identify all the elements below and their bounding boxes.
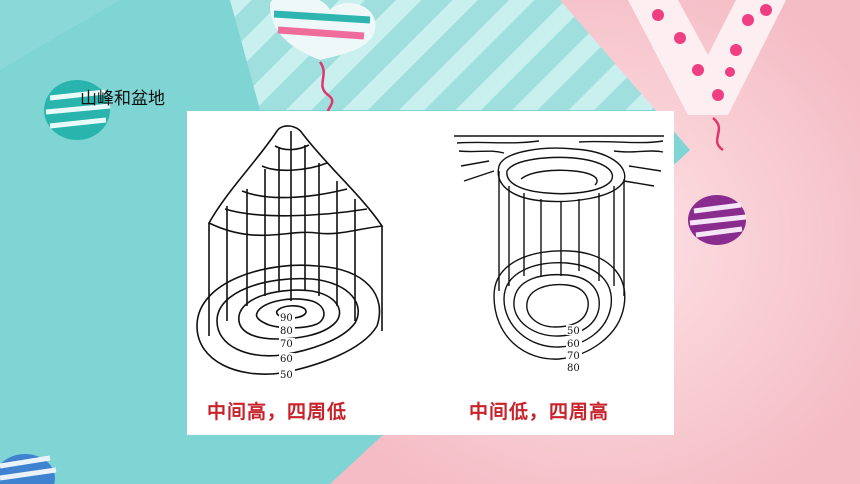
contour-label: 80 <box>567 363 580 374</box>
contour-label: 50 <box>280 370 293 381</box>
contour-label: 50 <box>567 326 580 337</box>
purple-ball-icon <box>688 195 747 245</box>
contour-label: 80 <box>280 326 293 337</box>
contour-label: 70 <box>280 339 293 350</box>
mountain-diagram: 90 80 70 60 50 <box>196 125 384 381</box>
slide-title: 山峰和盆地 <box>80 89 165 109</box>
contour-label: 60 <box>280 354 293 365</box>
blue-ball-icon <box>0 454 57 484</box>
heart-balloon-icon <box>270 0 376 115</box>
left-figure-caption: 中间高，四周低 <box>207 401 348 423</box>
letter-balloon-icon <box>628 0 786 152</box>
contour-label: 60 <box>567 339 580 350</box>
basin-diagram: 50 60 70 80 <box>454 135 664 374</box>
striped-ball-icon <box>44 80 111 140</box>
right-figure-caption: 中间低，四周高 <box>469 401 610 423</box>
figure-panel: 90 80 70 60 50 50 <box>187 111 674 435</box>
contour-label: 90 <box>280 313 293 324</box>
contour-label: 70 <box>567 351 580 362</box>
